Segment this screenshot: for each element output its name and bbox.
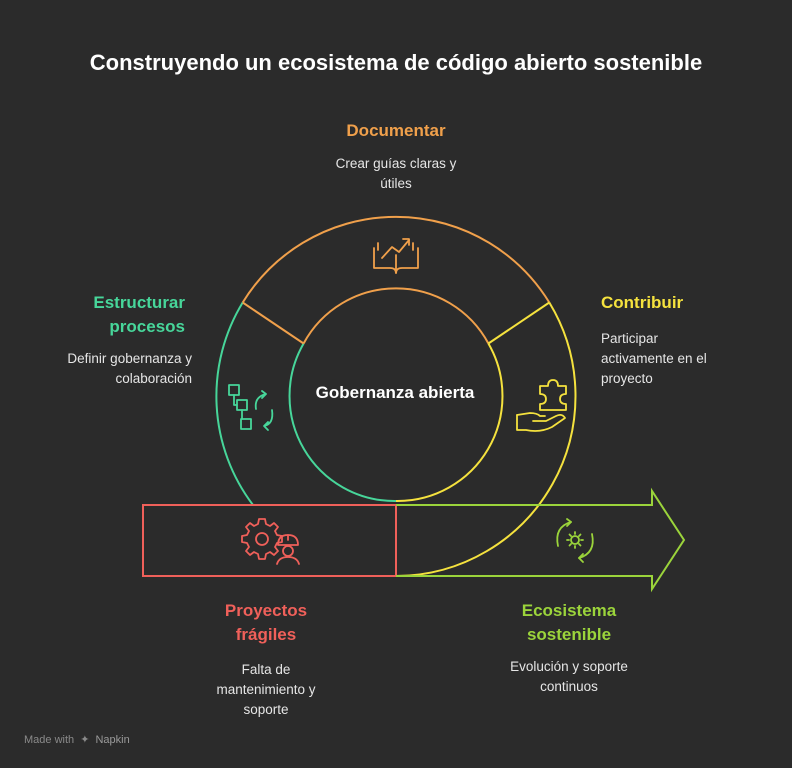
cycle-gear-icon — [556, 518, 594, 563]
contribuir-desc: Participar activamente en el proyecto — [601, 331, 707, 386]
center-label: Gobernanza abierta — [315, 383, 475, 402]
ring-arc-documentar — [241, 215, 551, 304]
hand-puzzle-icon — [516, 379, 567, 432]
documentar-desc: Crear guías claras y útiles — [335, 156, 457, 191]
fragiles-title: Proyectos frágiles — [224, 601, 308, 644]
footer-credit: Made with ✦ Napkin — [24, 733, 130, 746]
inner-arc-contribuir — [395, 343, 504, 503]
inner-arc-documentar — [302, 287, 490, 344]
fragiles-desc: Falta de mantenimiento y soporte — [216, 662, 316, 717]
ring-arc-estructurar — [215, 301, 254, 506]
napkin-logo-icon: ✦ — [80, 734, 90, 746]
fragiles-box — [142, 504, 397, 577]
diagram-title: Construyendo un ecosistema de código abi… — [89, 50, 703, 75]
estructurar-title: Estructurar procesos — [93, 293, 185, 336]
sostenible-arrow — [396, 487, 686, 593]
documentar-title: Documentar — [346, 121, 446, 140]
ring-arc-contribuir — [395, 301, 577, 577]
made-with-text: Made with — [24, 734, 75, 746]
brand-name: Napkin — [95, 734, 130, 746]
gear-worker-icon — [241, 518, 300, 565]
sostenible-desc: Evolución y soporte continuos — [510, 659, 628, 694]
process-flow-icon — [228, 384, 274, 431]
estructurar-desc: Definir gobernanza y colaboración — [67, 351, 192, 386]
book-growth-icon — [373, 238, 419, 274]
sostenible-title: Ecosistema sostenible — [521, 601, 617, 644]
inner-arc-estructurar — [288, 343, 397, 503]
contribuir-title: Contribuir — [601, 293, 684, 312]
separator-left — [242, 301, 305, 345]
separator-right — [487, 301, 550, 345]
